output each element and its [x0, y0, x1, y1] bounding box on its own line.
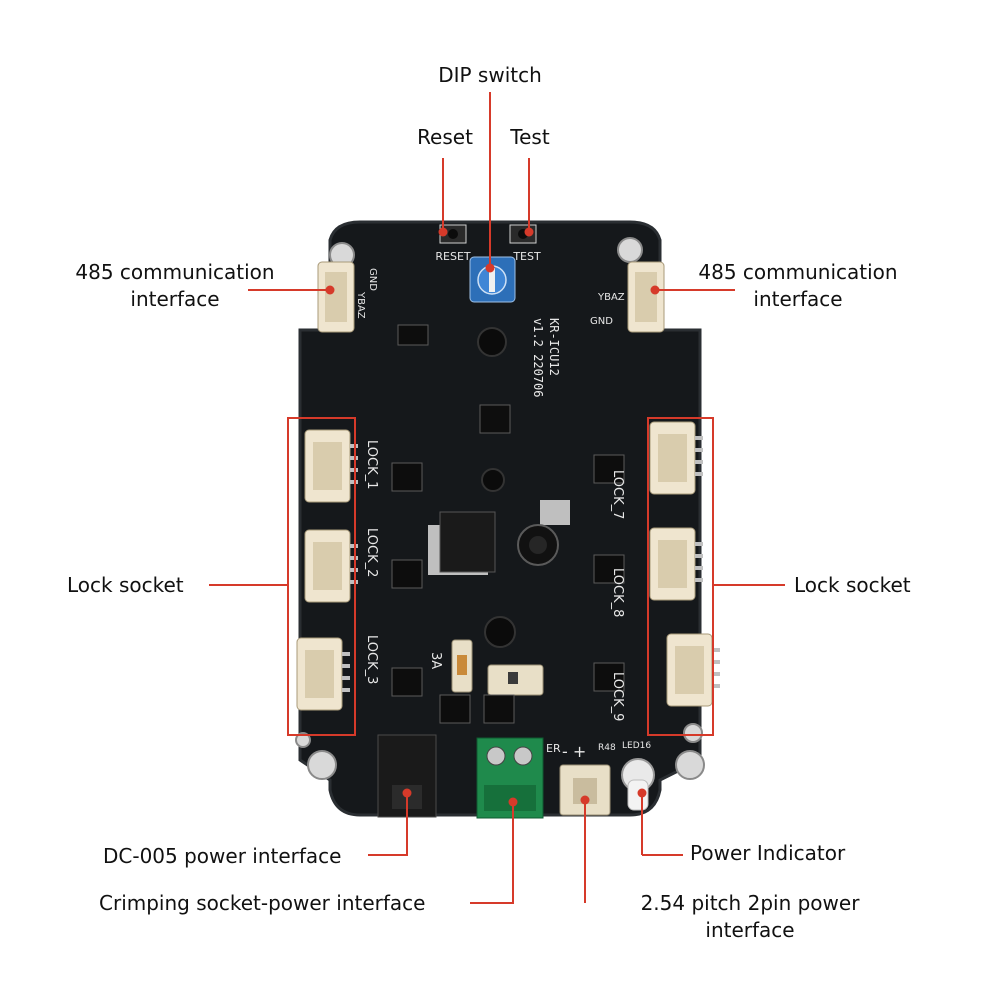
lock-socket: [649, 421, 703, 495]
callout-dot: [524, 227, 534, 237]
lock-socket: [296, 637, 350, 711]
callout-dot: [508, 797, 518, 807]
silk-bus-right: YBAZ: [597, 292, 625, 303]
silk-version: v1.2 220706: [531, 318, 545, 397]
mosfet-chip: [391, 667, 423, 697]
callout-dot: [580, 795, 590, 805]
pitch-2pin-socket: [559, 764, 611, 816]
silk-gnd-left: GND: [367, 268, 378, 291]
mount-hole: [683, 723, 703, 743]
silk-reset: RESET: [435, 250, 471, 263]
callout-dot: [438, 227, 448, 237]
silk-led16: LED16: [622, 741, 651, 751]
silk-er: ER: [546, 742, 561, 755]
mosfet-chip: [593, 554, 625, 584]
silk-test: TEST: [512, 250, 541, 263]
silk-r48: R48: [598, 743, 616, 753]
silk-lock-2: LOCK_2: [364, 528, 379, 577]
silk-lock-9: LOCK_9: [610, 672, 625, 721]
mosfet-chip: [439, 694, 471, 724]
small-connector-component: [487, 664, 544, 696]
mount-hole: [295, 732, 311, 748]
comm-connector-group: [317, 261, 665, 333]
comm-connector: [317, 261, 355, 333]
callout-line: [470, 802, 514, 904]
lock-socket: [666, 633, 720, 707]
mount-hole: [675, 750, 705, 780]
mosfet-chip: [391, 462, 423, 492]
callout-dot: [402, 788, 412, 798]
callout-line: [368, 793, 408, 856]
lock-socket: [304, 429, 358, 503]
callout-dot: [485, 263, 495, 273]
crimping-terminal: [476, 737, 544, 819]
silk-fuse: 3A: [428, 652, 443, 669]
callout-dip-switch: DIP switch: [438, 63, 542, 87]
callout-dot: [637, 788, 647, 798]
callout-485-left: 485 communication interface: [75, 260, 275, 311]
regulator-block: [428, 327, 570, 648]
callout-dc005: DC-005 power interface: [103, 844, 342, 868]
callout-crimping: Crimping socket-power interface: [99, 891, 426, 915]
callout-lock-right: Lock socket: [794, 573, 911, 597]
silk-polarity: - +: [562, 742, 586, 761]
callout-power-indicator: Power Indicator: [690, 841, 846, 865]
silk-model: KR-ICU12: [547, 318, 561, 376]
mount-hole: [617, 237, 643, 263]
silk-lock-1: LOCK_1: [364, 440, 379, 489]
lock-socket: [649, 527, 703, 601]
silk-bus-left: YBAZ: [355, 291, 366, 319]
callout-dots: [325, 227, 660, 807]
mount-hole: [307, 750, 337, 780]
silk-lock-8: LOCK_8: [610, 568, 625, 617]
callout-lock-left: Lock socket: [67, 573, 184, 597]
callout-test: Test: [510, 125, 550, 149]
dip-switch-component: [469, 256, 516, 303]
callout-485-right: 485 communication interface: [698, 260, 898, 311]
callout-lines: [209, 92, 785, 904]
lock-socket-group: [296, 324, 720, 724]
silk-gnd-right: GND: [590, 316, 613, 327]
silk-lock-3: LOCK_3: [364, 635, 379, 684]
silk-lock-7: LOCK_7: [610, 470, 625, 519]
callout-dot: [650, 285, 660, 295]
callout-dot: [325, 285, 335, 295]
fuse-component: [451, 639, 473, 693]
mosfet-chip: [483, 694, 515, 724]
callout-pitch: 2.54 pitch 2pin power interface: [640, 891, 860, 942]
lock-socket-frame-left: [287, 417, 356, 736]
callout-reset: Reset: [417, 125, 473, 149]
comm-connector: [627, 261, 665, 333]
lock-socket-frame-right: [647, 417, 714, 736]
mosfet-chip: [593, 662, 625, 692]
lock-socket: [304, 529, 358, 603]
ic-chip: [397, 324, 429, 346]
mosfet-chip: [391, 559, 423, 589]
mosfet-chip: [593, 454, 625, 484]
